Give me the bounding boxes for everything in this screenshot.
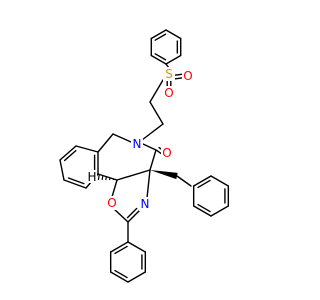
c9b-c3a-bond [116, 169, 151, 181]
ch2-to-nitrogen-bond [141, 123, 164, 141]
benzo-ring-bond-1 [59, 145, 77, 161]
molecule-structure: S O O N O N O H [59, 29, 230, 283]
sulfonyl-phenyl-ring-bond-2 [150, 29, 167, 40]
benzo-ring-bond-1-inner [63, 149, 77, 162]
sulfonyl-phenyl-ring-bond-0-inner [154, 53, 167, 61]
stereo-hydrogen-label-bg [87, 170, 97, 183]
c9b-hydrogen-hashed-bond-hash-4 [101, 175, 104, 181]
c9b-oxygen-bond [111, 179, 118, 198]
atom-label-layer: S O O N O N O H [87, 67, 194, 211]
oxazoline-phenyl-ring-bond-0 [127, 241, 147, 253]
oxazoline-phenyl-ring-bond-5 [109, 241, 129, 253]
oxazoline-oxygen-label-bg [106, 196, 118, 210]
oxazoline-phenyl-ring-bond-2 [127, 271, 147, 283]
oxazoline-phenyl-ring-bond-5-inner [114, 245, 128, 255]
aryl-c9b-bond [97, 173, 118, 181]
c3a-benzyl-wedge-bond [150, 170, 178, 180]
benzyl-phenyl-ring-bond-2-inner [197, 203, 211, 213]
sulfonyl-phenyl-ring-bond-5 [165, 54, 182, 65]
n-ch2-bond [112, 133, 132, 143]
structure-canvas: S O O N O N O H [59, 29, 230, 283]
benzo-ring-bond-2 [59, 159, 65, 181]
stereo-hydrogen-label: H [87, 170, 96, 184]
sulfur-atom-label: S [165, 67, 173, 81]
bond-layer [59, 29, 230, 283]
c2-nitrogen-double-bond [127, 208, 142, 223]
ch2-aryl-bond [97, 133, 114, 153]
benzyl-ch2-phenyl-bond [176, 175, 192, 187]
benzo-ring-bond-3 [63, 179, 87, 189]
carbonyl-oxygen-label-bg [161, 146, 173, 160]
c9b-hydrogen-hashed-bond-hash-5 [97, 174, 100, 181]
amide-nitrogen-label: N [133, 137, 142, 151]
sulfonyl-oxygen-2-label: O [164, 86, 173, 100]
sulfonyl-phenyl-ring-bond-3 [165, 29, 182, 40]
carbonyl-double-bond-a [156, 149, 162, 155]
oxazoline-oxygen-label: O [107, 196, 116, 210]
amide-nitrogen-label-bg [131, 137, 143, 151]
ethyl-chain-bond [149, 101, 164, 125]
stereo-bond-layer [97, 170, 178, 181]
oxazoline-phenyl-ring-bond-3-inner [114, 269, 128, 279]
benzyl-phenyl-ring-bond-5 [210, 175, 230, 187]
carbonyl-oxygen-label: O [162, 146, 171, 160]
benzyl-phenyl-ring-bond-4-inner [197, 179, 211, 189]
benzo-ring-bond-3-inner [67, 177, 85, 185]
sulfur-label-bg [163, 67, 175, 81]
benzo-ring-bond-0 [75, 145, 99, 153]
benzyl-phenyl-ring-bond-1 [210, 205, 230, 217]
oxygen-c2-bond [113, 208, 129, 223]
benzyl-phenyl-ring-bond-4 [192, 175, 212, 187]
sulfonyl-oxygen-2-label-bg [163, 86, 175, 100]
sulfur-oxygen-1-double-bond-b [174, 73, 184, 76]
sulfonyl-phenyl-ring-bond-0 [150, 54, 167, 65]
sulfonyl-oxygen-1-label: O [183, 69, 192, 83]
c3a-carbonyl-bond [149, 149, 157, 171]
benzyl-phenyl-ring-bond-2 [192, 205, 212, 217]
carbonyl-n-bond [142, 143, 157, 151]
c2-nitrogen-double-bond-inner [126, 207, 138, 219]
sulfonyl-oxygen-1-label-bg [182, 69, 194, 83]
oxazoline-phenyl-ring-bond-3 [109, 271, 129, 283]
nitrogen-c3a-bond [146, 169, 151, 199]
oxazoline-nitrogen-label-bg [139, 197, 151, 211]
sulfonyl-phenyl-ring-bond-2-inner [154, 33, 167, 41]
sulfur-to-ch2-bond [149, 79, 164, 103]
sulfur-oxygen-1-double-bond-a [174, 77, 184, 80]
oxazoline-nitrogen-label: N [141, 197, 150, 211]
